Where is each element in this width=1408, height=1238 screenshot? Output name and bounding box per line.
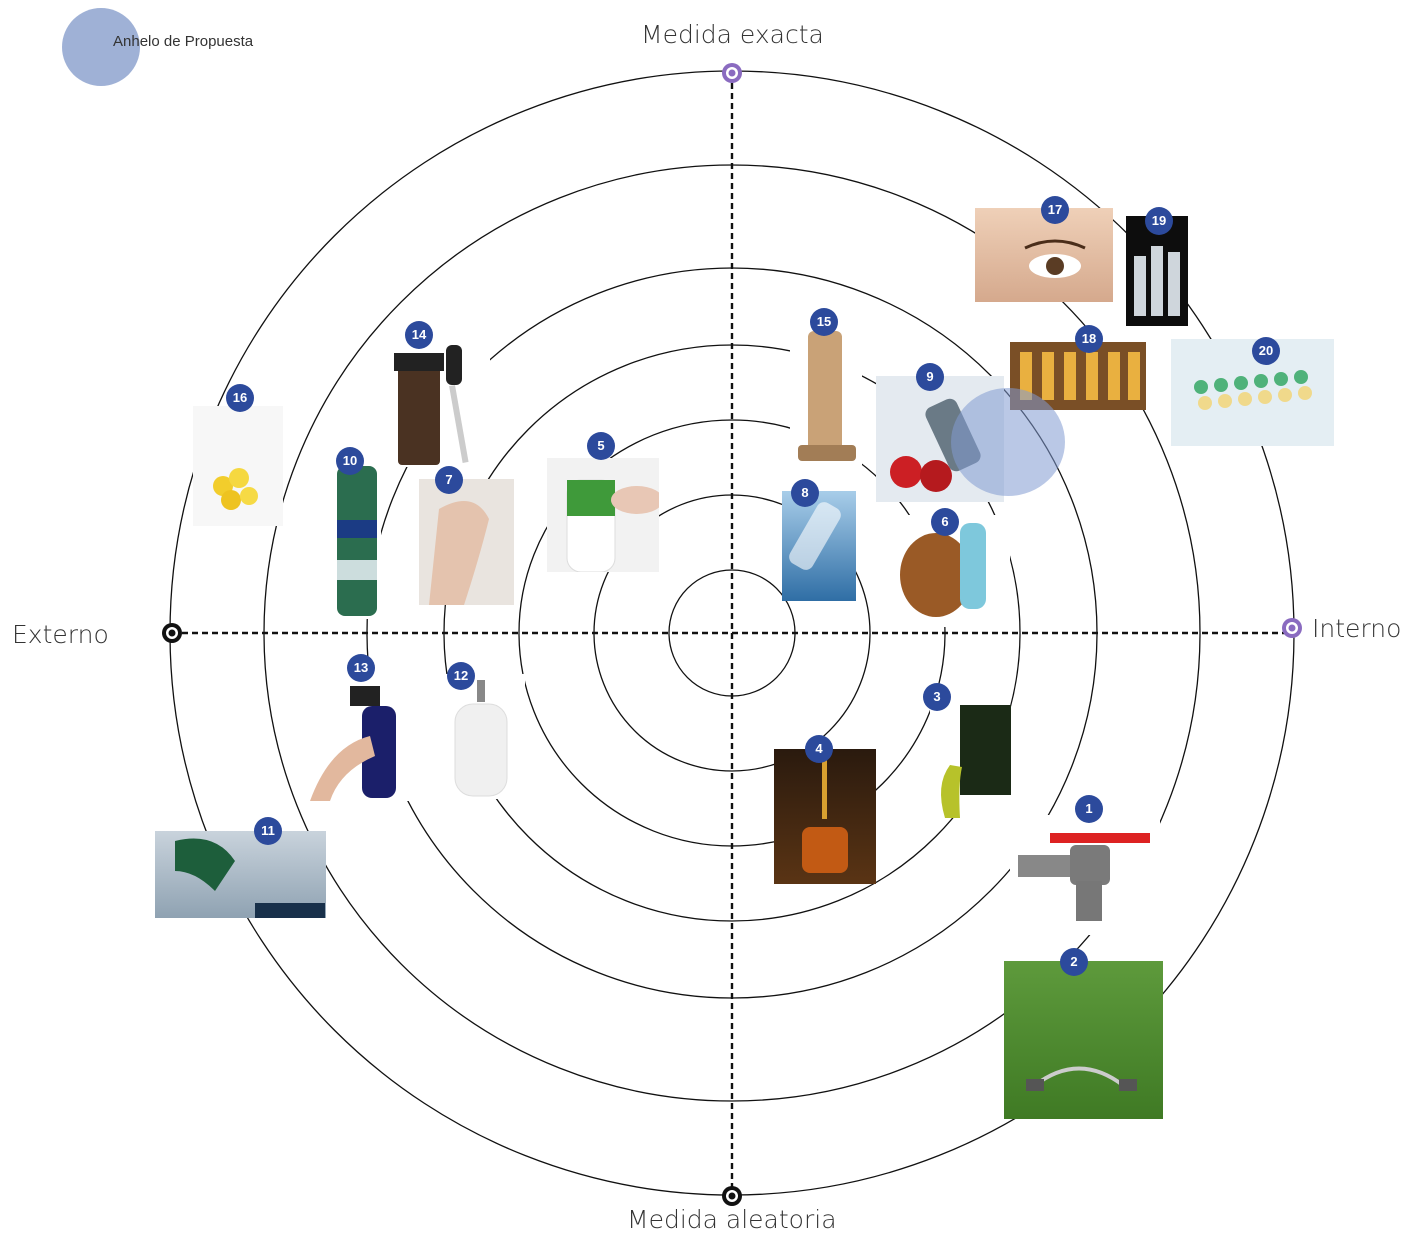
dog-water-bottle-photo [898,515,1010,627]
oil-pour-photo [930,705,1011,818]
axis-label-bottom: Medida aleatoria [627,1205,837,1234]
item-badge-1[interactable]: 1 [1075,795,1103,823]
item-badge-4[interactable]: 4 [805,735,833,763]
item-badge-9[interactable]: 9 [916,363,944,391]
item-badge-12[interactable]: 12 [447,662,475,690]
dropper-bottle-photo [394,345,490,467]
fuel-nozzle-photo [155,831,326,918]
perfume-photo [419,479,514,605]
item-badge-11[interactable]: 11 [254,817,282,845]
aerosol-can-photo [333,460,381,619]
lab-dispenser-photo [790,321,862,465]
axis-label-top: Medida exacta [641,20,824,49]
faucet-photo [1010,815,1160,935]
lotion-pump-photo [437,674,525,799]
item-badge-2[interactable]: 2 [1060,948,1088,976]
honey-photo [774,749,876,884]
water-bottle-photo [782,491,856,601]
item-badge-18[interactable]: 18 [1075,325,1103,353]
axis-label-right: Interno [1312,614,1402,643]
item-badge-6[interactable]: 6 [931,508,959,536]
item-badge-3[interactable]: 3 [923,683,951,711]
item-badge-20[interactable]: 20 [1252,337,1280,365]
eye-drop-photo [975,208,1113,302]
axis-endpoint-markers [162,63,1302,1206]
item-badge-15[interactable]: 15 [810,308,838,336]
item-badge-7[interactable]: 7 [435,466,463,494]
soap-dispenser-photo [547,458,659,572]
item-badge-8[interactable]: 8 [791,479,819,507]
item-badge-10[interactable]: 10 [336,447,364,475]
item-badge-5[interactable]: 5 [587,432,615,460]
capsules-bag-photo [193,406,283,526]
legend-swatch [62,8,140,86]
legend-label: Anhelo de Propuesta [113,33,254,50]
lawn-sprinkler-photo [1004,961,1163,1119]
proposal-highlight [951,388,1065,496]
item-badge-14[interactable]: 14 [405,321,433,349]
spray-bottle-photo [310,676,410,801]
item-badge-13[interactable]: 13 [347,654,375,682]
item-badge-19[interactable]: 19 [1145,207,1173,235]
blister-pack-photo [1171,339,1334,446]
axis-label-left: Externo [12,620,109,649]
item-badge-16[interactable]: 16 [226,384,254,412]
item-badge-17[interactable]: 17 [1041,196,1069,224]
